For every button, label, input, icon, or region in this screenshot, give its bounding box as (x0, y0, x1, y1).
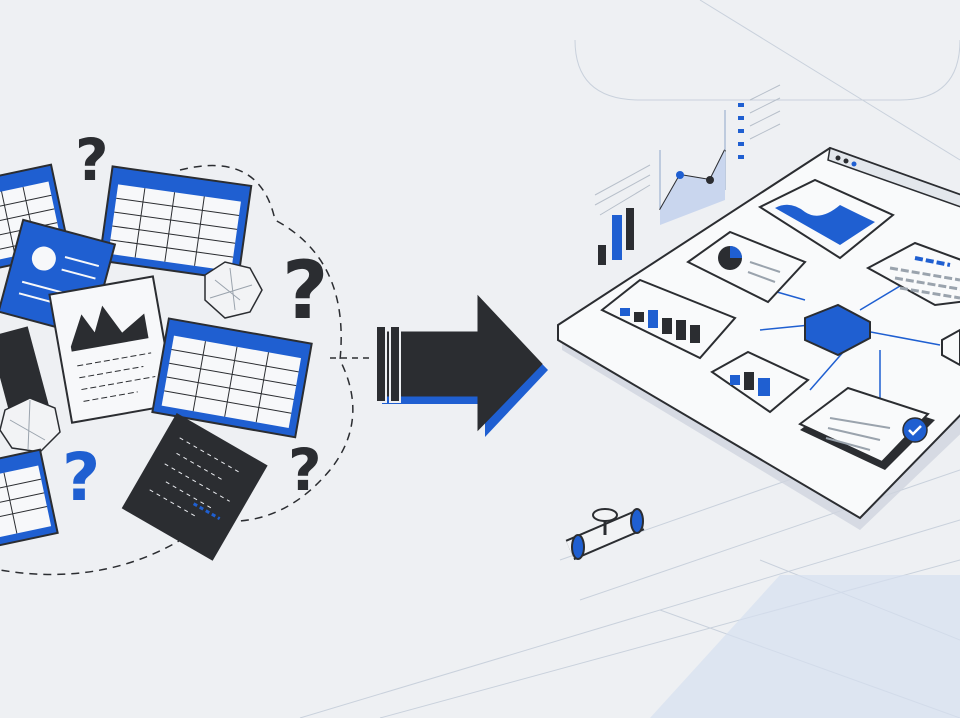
question-mark-icon: ? (282, 244, 328, 337)
side-card (941, 328, 960, 367)
spreadsheet-icon (151, 317, 313, 439)
question-mark-icon: ? (75, 126, 109, 194)
arrow-right-icon (375, 294, 548, 437)
document-icon (48, 275, 177, 424)
spreadsheet-icon (0, 448, 59, 548)
table-card (865, 241, 960, 307)
crumpled-paper-icon (0, 397, 61, 453)
pie-chart-card (686, 230, 807, 304)
crumpled-paper-icon (204, 261, 263, 319)
bar-chart-card (710, 350, 810, 414)
document-card (798, 386, 935, 470)
dashed-loop (0, 164, 354, 576)
bar-chart-icon (594, 164, 651, 265)
spreadsheet-icon (98, 165, 253, 282)
question-mark-icon: ? (62, 439, 100, 516)
bar-chart-card (600, 278, 737, 360)
dark-document (0, 326, 51, 424)
dashboard-board-icon (557, 146, 960, 530)
hub-node-icon (804, 303, 871, 357)
question-mark-icon: ? (288, 436, 322, 504)
pipe-valve-icon (565, 508, 645, 561)
line-chart-card (757, 178, 895, 260)
dark-document (121, 413, 268, 561)
checkmark-icon (902, 417, 928, 443)
background-panel (650, 575, 960, 718)
line-chart-icon (659, 84, 781, 225)
